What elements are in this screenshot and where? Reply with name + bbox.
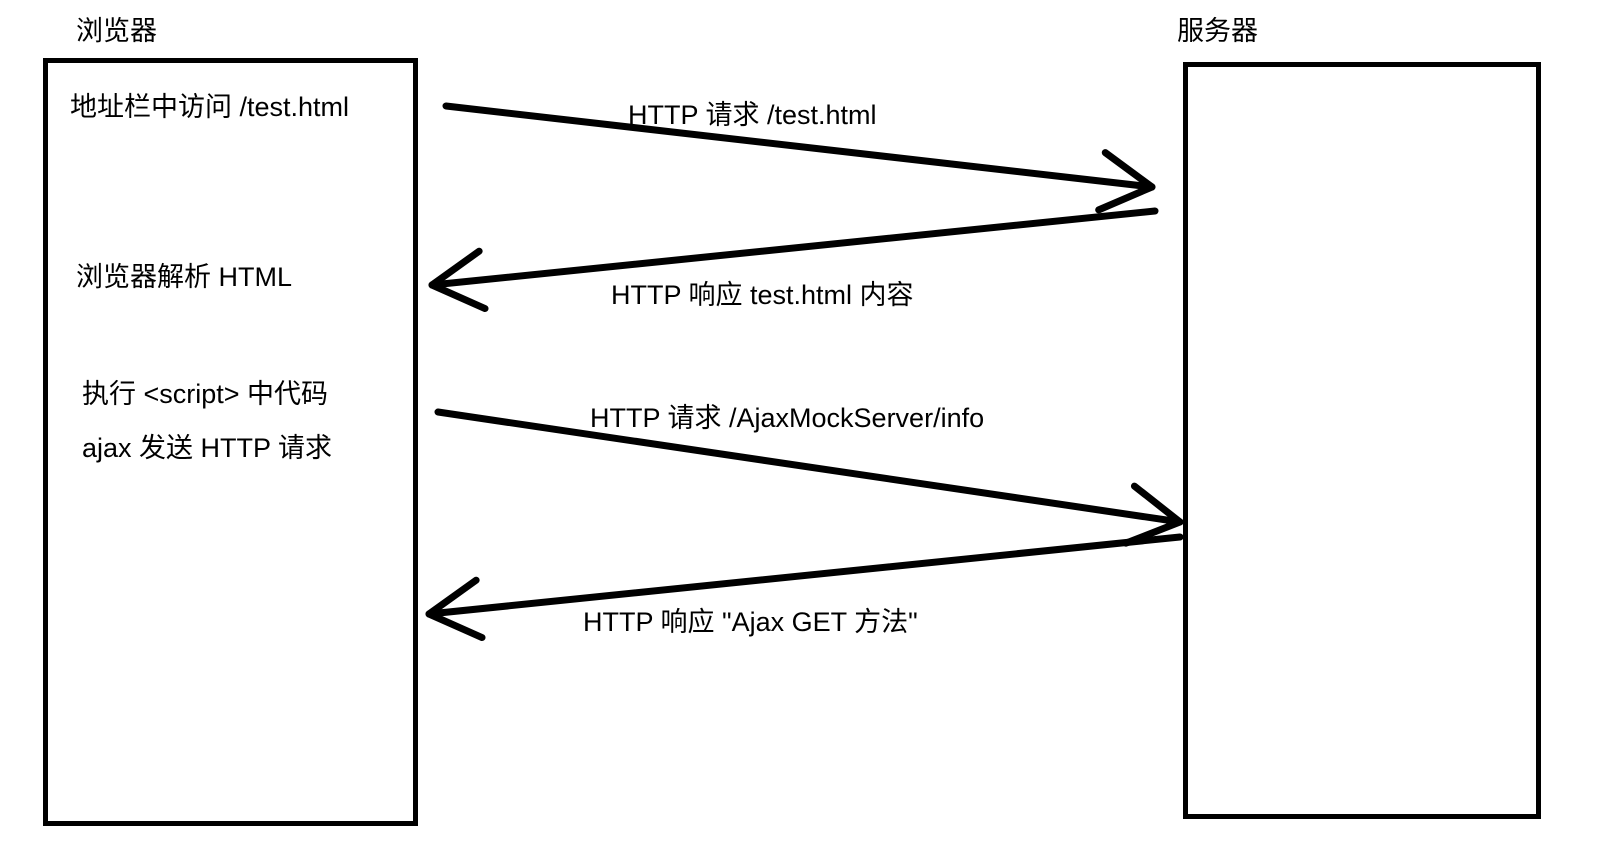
- arrow-shaft: [442, 102, 1156, 191]
- arrow-head-left: [425, 576, 486, 642]
- browser-lane-box: [43, 58, 418, 826]
- browser-step-ajax-send: ajax 发送 HTTP 请求: [82, 433, 333, 463]
- message-label-http-response-test-html: HTTP 响应 test.html 内容: [611, 280, 914, 310]
- server-lane-box: [1183, 62, 1541, 819]
- arrow-head-right: [1095, 149, 1156, 214]
- arrow-shaft: [425, 533, 1184, 618]
- arrow-msg-http-request-ajaxmockserver: [434, 408, 1184, 547]
- arrow-msg-http-response-ajax-get: [425, 533, 1184, 642]
- server-lane-title: 服务器: [1177, 16, 1258, 46]
- browser-step-run-script: 执行 <script> 中代码: [82, 379, 329, 409]
- browser-step-parse-html: 浏览器解析 HTML: [76, 262, 292, 292]
- arrow-shaft: [428, 207, 1159, 289]
- browser-step-address-bar: 地址栏中访问 /test.html: [70, 92, 350, 122]
- arrow-head-right: [1122, 482, 1184, 547]
- message-label-http-request-ajaxmockserver: HTTP 请求 /AjaxMockServer/info: [590, 403, 985, 433]
- message-label-http-response-ajax-get: HTTP 响应 "Ajax GET 方法": [583, 607, 918, 637]
- message-label-http-request-test-html: HTTP 请求 /test.html: [628, 100, 877, 130]
- arrow-msg-http-request-test-html: [442, 102, 1156, 214]
- browser-lane-title: 浏览器: [76, 16, 157, 46]
- arrow-msg-http-response-test-html: [428, 207, 1159, 313]
- arrow-shaft: [434, 408, 1184, 526]
- arrow-head-left: [428, 247, 489, 313]
